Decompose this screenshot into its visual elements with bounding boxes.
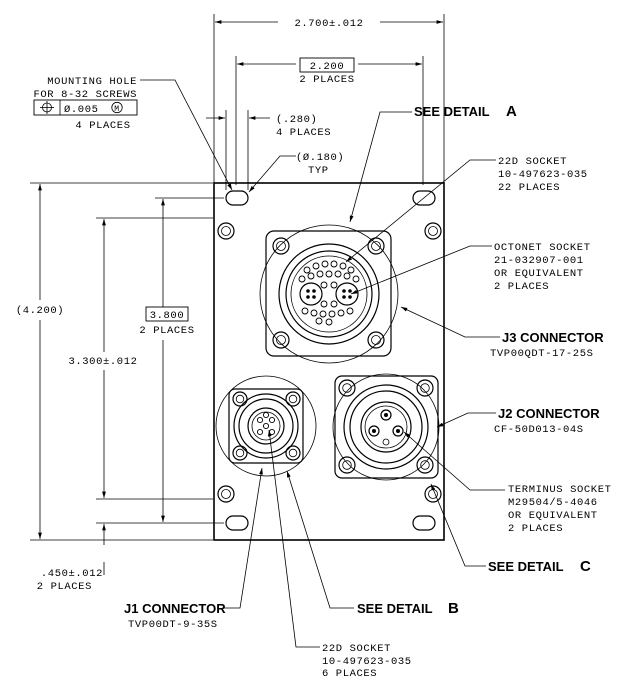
see-detail-a-label: SEE DETAIL — [414, 104, 490, 119]
panel-screws — [217, 222, 442, 503]
see-detail-c-label: SEE DETAIL — [488, 559, 564, 574]
mounting-slots — [225, 190, 436, 531]
octonet-line3: OR EQUIVALENT — [494, 268, 584, 280]
basic-dim-box — [299, 57, 355, 73]
j2-contacts — [368, 409, 404, 446]
terminus-line3: OR EQUIVALENT — [508, 510, 598, 522]
octonet-line4: 2 PLACES — [494, 281, 549, 293]
dim-slot-width-places: 4 PLACES — [276, 127, 331, 139]
fcf-modifier: M — [114, 105, 119, 114]
dim-hole-spacing-places: 2 PLACES — [299, 74, 354, 86]
dim-bottom-offset: .450±.012 — [41, 568, 103, 580]
j3-square-flange — [265, 230, 392, 357]
j3-flange-screws — [272, 237, 385, 349]
mounting-hole-line2: FOR 8-32 SCREWS — [33, 89, 137, 101]
octonet-line2: 21-032907-001 — [494, 255, 584, 267]
socket22-top-line2: 10-497623-035 — [498, 169, 588, 181]
j1-connector-drawing — [215, 375, 317, 477]
see-detail-b-letter: B — [448, 600, 459, 617]
basic-dim-box-3800 — [145, 306, 189, 322]
mounting-slot-bottom-left — [225, 515, 249, 531]
j1-title: J1 CONNECTOR — [124, 601, 226, 616]
j3-connector-drawing — [259, 224, 399, 364]
dim-3800: 3.800 — [150, 310, 185, 322]
mounting-hole-places: 4 PLACES — [75, 120, 130, 132]
j3-part: TVP00QDT-17-25S — [490, 348, 594, 360]
dim-hole-spacing: 2.200 — [310, 61, 345, 73]
dim-slot-dia: (Ø.180) — [296, 152, 344, 164]
dim-overall-width: 2.700±.012 — [294, 18, 363, 30]
panel-outline — [213, 182, 445, 541]
j3-title: J3 CONNECTOR — [502, 330, 604, 345]
see-detail-b-label: SEE DETAIL — [357, 601, 433, 616]
j3-contacts — [298, 260, 360, 326]
socket22-top-line1: 22D SOCKET — [498, 156, 567, 168]
feature-control-frame: Ø.005 M — [33, 99, 138, 116]
mounting-hole-line1: MOUNTING HOLE — [47, 76, 137, 88]
dim-slot-dia-note: TYP — [308, 165, 329, 177]
dimension-lines — [30, 14, 445, 575]
j1-part: TVP00DT-9-35S — [128, 619, 218, 631]
see-detail-a-letter: A — [506, 103, 517, 120]
socket22-bot-line2: 10-497623-035 — [322, 656, 412, 668]
dim-slot-width: (.280) — [276, 114, 317, 126]
dim-overall-height: (4.200) — [16, 305, 64, 317]
j2-flange-circle — [332, 373, 440, 481]
mounting-slot-bottom-right — [412, 515, 436, 531]
socket22-bot-line1: 22D SOCKET — [322, 643, 391, 655]
see-detail-c-letter: C — [580, 558, 591, 575]
leader-lines — [140, 79, 505, 648]
j2-title: J2 CONNECTOR — [498, 406, 600, 421]
terminus-line2: M29504/5-4046 — [508, 497, 598, 509]
j1-contacts — [256, 411, 276, 436]
octonet-line1: OCTONET SOCKET — [494, 242, 591, 254]
dim-3300: 3.300±.012 — [68, 356, 137, 368]
socket22-top-line3: 22 PLACES — [498, 182, 560, 194]
fcf-tolerance: Ø.005 — [64, 104, 99, 116]
terminus-line4: 2 PLACES — [508, 523, 563, 535]
dim-3800-places: 2 PLACES — [139, 325, 194, 337]
socket22-bot-line3: 6 PLACES — [322, 668, 377, 676]
dim-bottom-offset-places: 2 PLACES — [37, 581, 92, 593]
mounting-slot-top-left — [225, 190, 249, 206]
j2-connector-drawing — [332, 373, 440, 481]
mounting-slot-top-right — [412, 190, 436, 206]
j3-octonet-inserts — [299, 282, 359, 306]
j3-flange-circle — [259, 224, 399, 364]
j2-part: CF-50D013-04S — [494, 424, 584, 436]
j1-flange-circle — [215, 375, 317, 477]
terminus-line1: TERMINUS SOCKET — [508, 484, 612, 496]
